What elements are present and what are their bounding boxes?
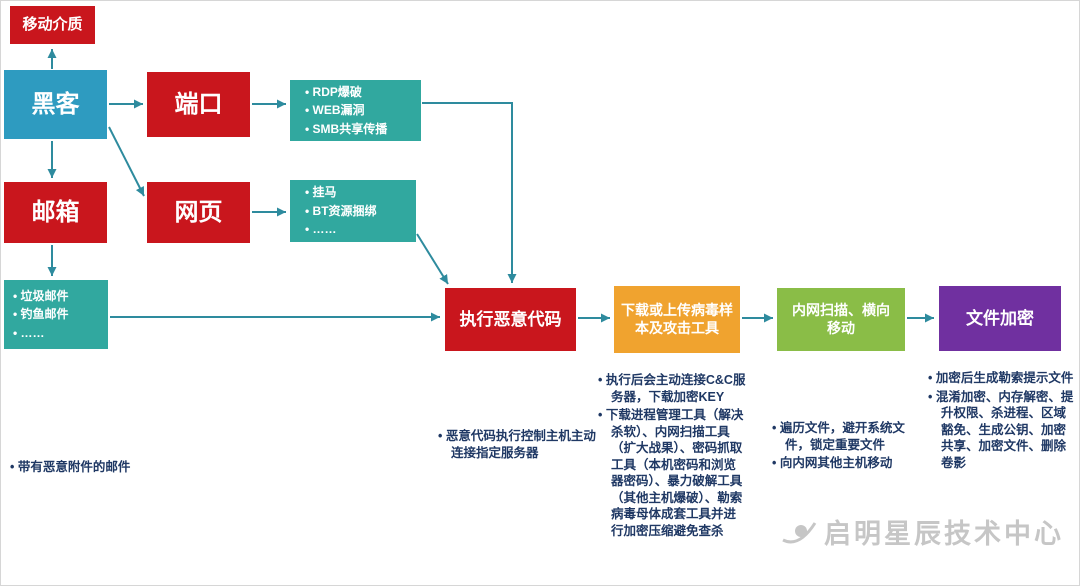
list-item: RDP爆破 <box>305 83 362 102</box>
node-webpage-label: 网页 <box>174 198 223 226</box>
note-item: 混淆加密、内存解密、提升权限、杀进程、区域豁免、生成公钥、加密共享、加密文件、删… <box>928 389 1076 472</box>
node-email: 邮箱 <box>4 182 107 243</box>
list-item: WEB漏洞 <box>305 101 365 120</box>
node-mobile-media-label: 移动介质 <box>22 15 83 33</box>
note-item: 加密后生成勒索提示文件 <box>928 370 1076 387</box>
note-download: 执行后会主动连接C&C服务器，下载加密KEY 下载进程管理工具（解决杀软）、内网… <box>598 372 748 541</box>
node-mobile-media: 移动介质 <box>10 6 95 44</box>
arrow-web-methods-to-execute <box>416 233 449 285</box>
node-port: 端口 <box>147 72 250 137</box>
list-item: …… <box>13 324 45 343</box>
node-hacker-label: 黑客 <box>31 90 80 118</box>
list-item: 挂马 <box>305 183 337 202</box>
node-webpage: 网页 <box>147 182 250 243</box>
node-port-methods: RDP爆破 WEB漏洞 SMB共享传播 <box>290 80 421 141</box>
note-item: 恶意代码执行控制主机主动连接指定服务器 <box>438 428 596 461</box>
node-execute-malware: 执行恶意代码 <box>445 288 576 351</box>
node-email-label: 邮箱 <box>31 198 80 226</box>
node-execute-malware-label: 执行恶意代码 <box>459 309 562 329</box>
node-lateral-scan-label: 内网扫描、横向移动 <box>792 302 890 336</box>
note-item: 执行后会主动连接C&C服务器，下载加密KEY <box>598 372 748 405</box>
list-item: …… <box>305 220 337 239</box>
arrow-port-methods-to-execute <box>422 102 517 283</box>
note-item: 向内网其他主机移动 <box>772 455 922 472</box>
watermark-logo-icon <box>782 521 817 543</box>
node-file-encrypt: 文件加密 <box>939 286 1061 351</box>
node-file-encrypt-label: 文件加密 <box>966 308 1034 328</box>
note-scan: 遍历文件，避开系统文件，锁定重要文件 向内网其他主机移动 <box>772 420 922 474</box>
node-port-label: 端口 <box>174 90 223 118</box>
node-web-methods: 挂马 BT资源捆绑 …… <box>290 180 416 242</box>
note-item: 遍历文件，避开系统文件，锁定重要文件 <box>772 420 922 453</box>
list-item: 垃圾邮件 <box>13 287 69 306</box>
list-item: SMB共享传播 <box>305 120 388 139</box>
note-execute: 恶意代码执行控制主机主动连接指定服务器 <box>438 428 596 463</box>
note-item: 带有恶意附件的邮件 <box>10 459 260 476</box>
node-download-tools-label: 下载或上传病毒样本及攻击工具 <box>621 302 733 336</box>
node-download-tools: 下载或上传病毒样本及攻击工具 <box>614 286 740 353</box>
watermark: 启明星辰技术中心 <box>780 512 1064 551</box>
node-lateral-scan: 内网扫描、横向移动 <box>777 288 905 351</box>
node-hacker: 黑客 <box>4 70 107 139</box>
note-encrypt: 加密后生成勒索提示文件 混淆加密、内存解密、提升权限、杀进程、区域豁免、生成公钥… <box>928 370 1076 473</box>
arrow-hacker-to-webpage <box>108 126 145 197</box>
list-item: 钓鱼邮件 <box>13 305 69 324</box>
node-mail-methods: 垃圾邮件 钓鱼邮件 …… <box>4 280 108 349</box>
note-mail-attachment: 带有恶意附件的邮件 <box>10 459 260 478</box>
watermark-text: 启明星辰技术中心 <box>824 519 1064 549</box>
note-item: 下载进程管理工具（解决杀软）、内网扫描工具（扩大战果）、密码抓取工具（本机密码和… <box>598 407 748 539</box>
list-item: BT资源捆绑 <box>305 202 377 221</box>
